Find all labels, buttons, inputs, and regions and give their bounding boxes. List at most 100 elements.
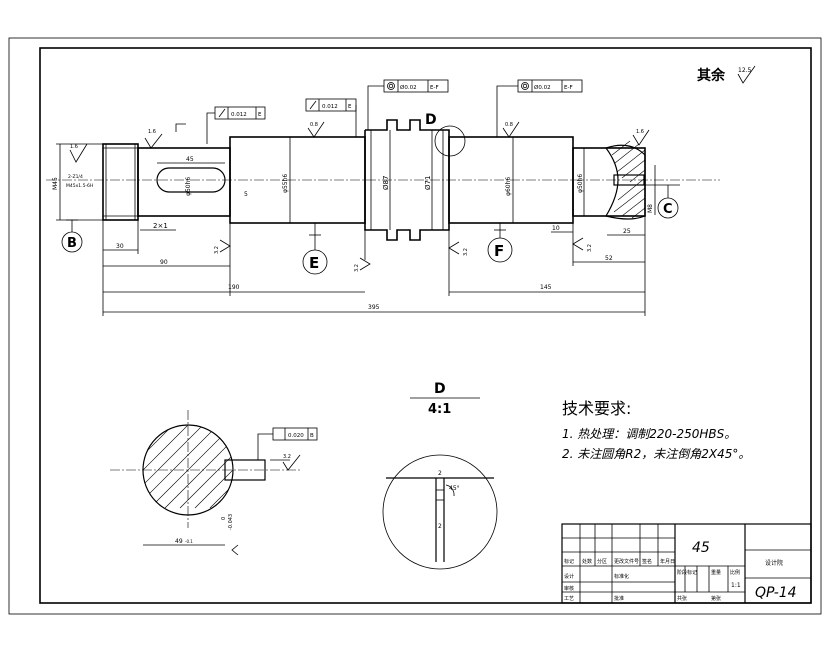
svg-text:0: 0 [221, 517, 227, 520]
dim-395: 395 [368, 304, 380, 311]
dim-71: Ø71 [424, 176, 432, 190]
svg-text:年月日: 年月日 [660, 558, 675, 565]
svg-text:0.8: 0.8 [505, 122, 513, 128]
tech-title: 技术要求: [562, 399, 631, 418]
svg-text:设计: 设计 [564, 573, 574, 580]
svg-text:比例: 比例 [730, 569, 740, 576]
dim-55: φ55h6 [282, 174, 289, 193]
dim-5: 5 [244, 191, 248, 198]
keyway-segment [137, 147, 231, 217]
detail-label: D [434, 381, 446, 397]
dim-30: 30 [116, 243, 124, 250]
roughness-symbol: 3.2 [448, 241, 469, 256]
thread-segment [102, 143, 139, 221]
roughness-symbol: 0.8 [502, 121, 520, 138]
svg-text:-0.1: -0.1 [185, 539, 193, 544]
svg-text:3.2: 3.2 [283, 454, 291, 460]
svg-text:审核: 审核 [564, 585, 574, 592]
svg-text:F: F [494, 242, 504, 260]
detail-d-circle [434, 125, 466, 157]
remaining-roughness-symbol: 12.5 [737, 65, 756, 84]
svg-text:1.6: 1.6 [70, 144, 78, 150]
svg-text:1.6: 1.6 [636, 129, 644, 135]
roughness-symbol: 0.8 [307, 121, 325, 138]
svg-text:3.2: 3.2 [587, 244, 593, 252]
detail-view-d: D 4:1 2 45° 2 [382, 381, 498, 570]
svg-text:3.2: 3.2 [214, 246, 220, 254]
roughness-symbol: 1.6 [632, 129, 650, 146]
svg-text:批准: 批准 [614, 595, 624, 602]
detail-scale: 4:1 [428, 402, 451, 417]
datum-b: B [61, 219, 83, 253]
svg-text:E: E [309, 254, 319, 272]
section-dim-49: 49 [175, 538, 183, 545]
keyway-slot [156, 167, 226, 193]
coaxiality-tolerance-right: Ø0.02 E-F [496, 79, 583, 137]
title-material: 45 [692, 540, 710, 556]
svg-text:C: C [663, 202, 673, 217]
dim-keyway-len: 45 [186, 156, 194, 163]
svg-text:工艺: 工艺 [564, 596, 574, 602]
title-block: 45 设计院 QP-14 1:1 标记 处数 分区 更改文件号 签名 年月日 设… [561, 523, 812, 604]
section-view: 0.020 B 3.2 49 -0.1 0 -0.043 [110, 410, 318, 556]
svg-text:2: 2 [438, 523, 442, 530]
thread-note-2: M45x1.5-6H [66, 183, 93, 189]
runout-tolerance-mid: 0.012 E [305, 98, 357, 137]
svg-text:B: B [67, 236, 77, 251]
svg-text:E-F: E-F [564, 85, 573, 91]
dim-60: φ60h6 [505, 177, 512, 196]
section-sym-tol-datum: B [310, 433, 314, 439]
svg-text:阶段标记: 阶段标记 [677, 569, 697, 576]
runout-tolerance-left: 0.012 E [206, 106, 266, 144]
outer-border [8, 37, 822, 615]
svg-text:第张: 第张 [711, 595, 721, 602]
dim-left-thread: M45 [52, 177, 59, 190]
svg-text:3.2: 3.2 [354, 264, 360, 272]
svg-text:标准化: 标准化 [614, 573, 629, 580]
svg-text:3.2: 3.2 [463, 248, 469, 256]
roughness-symbol: 1.6 [144, 129, 163, 149]
dim-87: Ø87 [382, 176, 390, 190]
shaft-main-view: D M45 2-Z1/4 M45x1.5-6H 45 φ50h6 5 φ55h6… [46, 79, 720, 316]
dim-m8: M8 [647, 204, 654, 213]
dim-50-right: φ50h6 [577, 174, 584, 193]
coaxiality-tolerance-left: Ø0.02 E-F [367, 79, 449, 130]
dim-25: 25 [623, 228, 631, 235]
svg-text:分区: 分区 [597, 558, 607, 565]
remaining-roughness-value: 12.5 [738, 67, 752, 74]
svg-text:0.012: 0.012 [231, 112, 247, 118]
datum-e: E [302, 223, 328, 275]
svg-text:处数: 处数 [582, 558, 592, 565]
dim-keyway-dia: φ50h6 [185, 177, 192, 196]
svg-text:Ø0.02: Ø0.02 [400, 84, 417, 91]
svg-text:E-F: E-F [430, 85, 439, 91]
dim-145: 145 [540, 284, 552, 291]
thread-note-1: 2-Z1/4 [68, 174, 83, 180]
svg-text:Ø0.02: Ø0.02 [534, 84, 551, 91]
dim-10: 10 [552, 225, 560, 232]
svg-text:重量: 重量 [711, 569, 721, 576]
datum-c: C [657, 185, 679, 219]
title-scale: 1:1 [731, 582, 741, 589]
svg-text:E: E [258, 112, 262, 118]
roughness-symbol: 3.2 [214, 239, 231, 254]
right-end-section [605, 140, 646, 220]
dim-52: 52 [605, 255, 613, 262]
dim-90: 90 [160, 259, 168, 266]
svg-text:2: 2 [438, 470, 442, 477]
svg-text:更改文件号: 更改文件号 [614, 558, 639, 565]
tech-line-2: 2. 未注圆角R2，未注倒角2X45°。 [562, 447, 750, 461]
svg-text:签名: 签名 [642, 558, 652, 565]
dim-2x1: 2×1 [153, 222, 168, 230]
detail-d-marker: D [425, 112, 437, 128]
svg-text:1.6: 1.6 [148, 129, 156, 135]
svg-text:共张: 共张 [677, 595, 687, 602]
svg-text:0.012: 0.012 [322, 104, 338, 110]
dim-190: 190 [228, 284, 240, 291]
svg-text:标记: 标记 [564, 558, 574, 565]
title-company: 设计院 [765, 559, 783, 567]
svg-text:45°: 45° [449, 485, 460, 492]
inner-border [39, 47, 812, 604]
title-part-number: QP-14 [755, 585, 797, 601]
